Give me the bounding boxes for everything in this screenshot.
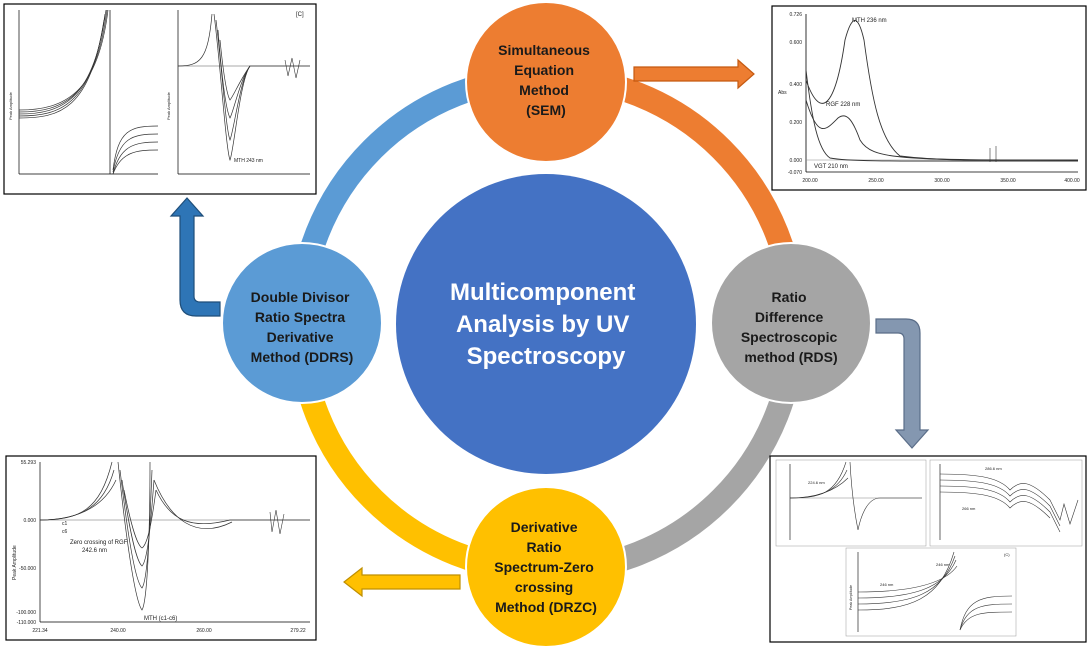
drzc-xtick-4: 279.22 [290, 628, 306, 634]
center-line-2: Analysis by UV [456, 311, 629, 338]
center-circle [396, 174, 696, 474]
center-line-1: Multicomponent [450, 279, 635, 306]
drzc-legend-c6: c6 [62, 529, 68, 535]
drzc-circle [465, 486, 627, 648]
rds-c-label-1: 246 nm [880, 582, 894, 587]
drzc-xtick-2: 240.00 [110, 628, 126, 634]
svg-text:Ratio Difference S: Ratio Difference Spectroscopic method (R… [741, 289, 841, 365]
sem-ytick-4: 0.200 [789, 120, 802, 126]
rds-c-label-2: 246 nm [936, 562, 950, 567]
svg-text:Multicomponent Analysis: Multicomponent Analysis by UV Spectrosco… [450, 279, 642, 370]
sem-ytick-5: 0.000 [789, 158, 802, 164]
sem-peak-vgt: VGT 210 nm [814, 164, 848, 170]
ddrs-ylabel-a: Peak Amplitude [8, 91, 13, 120]
thumbnail-ddrs-spectrum: Peak Amplitude Peak Amplitude [C] MTH 24… [3, 3, 317, 195]
drzc-legend-c1: c1 [62, 521, 68, 527]
drzc-ytick-4: -100.000 [16, 610, 36, 616]
sem-ytick-1: 0.726 [789, 12, 802, 18]
sem-ytick-2: 0.600 [789, 40, 802, 46]
drzc-zero-cross-1: Zero crossing of RGF [70, 540, 128, 546]
sem-xtick-5: 400.00 [1064, 178, 1080, 184]
drzc-ytick-3: -50.000 [19, 566, 36, 572]
ddrs-line-3: Derivative [267, 329, 334, 345]
arrow-sem-to-spectrum [633, 58, 755, 90]
drzc-mth-label: MTH (c1-c6) [144, 616, 177, 622]
rds-c-tag: (C) [1004, 552, 1010, 557]
sem-line-3: Method [519, 82, 569, 98]
drzc-zero-cross-2: 242.6 nm [82, 548, 107, 554]
svg-text:Simultaneous Equation: Simultaneous Equation Method (SEM) [498, 42, 594, 118]
thumbnail-rds-spectrum: 224.6 nm 286.6 nm 266 nm 246 nm 246 nm (… [769, 455, 1087, 643]
arrow-rds-to-spectrum [875, 318, 930, 449]
drzc-line-2: Ratio [527, 539, 562, 555]
sem-peak-mth: MTH 236 nm [852, 18, 887, 24]
sem-peak-rgf: RGF 228 nm [826, 102, 860, 108]
drzc-ytick-2: 0.000 [23, 518, 36, 524]
thumbnail-sem-spectrum: Abs 0.726 0.600 0.400 0.200 0.000 -0.070… [771, 5, 1087, 191]
drzc-line-4: crossing [515, 579, 573, 595]
rds-a-label: 224.6 nm [808, 480, 825, 485]
sem-xtick-4: 350.00 [1000, 178, 1016, 184]
rds-ylabel: Peak Amplitude [849, 585, 853, 610]
rds-b-label-top: 286.6 nm [985, 466, 1002, 471]
drzc-ytick-5: -110.000 [17, 620, 37, 626]
sem-circle [465, 1, 627, 163]
svg-text:Derivative Ratio S: Derivative Ratio Spectrum-Zero crossing … [494, 519, 597, 615]
ddrs-annotation: MTH 243 nm [234, 158, 263, 164]
center-node: Multicomponent Analysis by UV Spectrosco… [396, 174, 696, 474]
ddrs-line-2: Ratio Spectra [255, 309, 345, 325]
ddrs-line-1: Double Divisor [251, 289, 350, 305]
sem-xtick-3: 300.00 [934, 178, 950, 184]
rds-b-label-low: 266 nm [962, 506, 976, 511]
ddrs-circle [221, 242, 383, 404]
drzc-line-3: Spectrum-Zero [494, 559, 594, 575]
node-rds: Ratio Difference Spectroscopic method (R… [710, 242, 872, 404]
node-ddrs: Double Divisor Ratio Spectra Derivative … [221, 242, 383, 404]
sem-ytick-3: 0.400 [789, 82, 802, 88]
rds-line-3: Spectroscopic [741, 329, 838, 345]
thumbnail-drzc-spectrum: 55.293 0.000 -50.000 -100.000 -110.000 2… [5, 455, 317, 641]
sem-thumb-ylabel: Abs [778, 90, 787, 96]
sem-xtick-1: 200.00 [802, 178, 818, 184]
drzc-ylabel: Peak Amplitude [12, 545, 18, 580]
sem-xtick-2: 250.00 [868, 178, 884, 184]
node-drzc: Derivative Ratio Spectrum-Zero crossing … [465, 486, 627, 648]
drzc-ytick-1: 55.293 [21, 460, 37, 466]
rds-line-1: Ratio [772, 289, 807, 305]
node-sem: Simultaneous Equation Method (SEM) [465, 1, 627, 163]
sem-ytick-6: -0.070 [788, 170, 802, 176]
center-line-3: Spectroscopy [467, 343, 626, 370]
sem-line-4: (SEM) [526, 102, 566, 118]
ddrs-line-4: Method (DDRS) [251, 349, 354, 365]
arrow-ddrs-to-spectrum [169, 197, 221, 317]
drzc-line-1: Derivative [511, 519, 578, 535]
rds-line-4: method (RDS) [744, 349, 837, 365]
ddrs-ylabel-b: Peak Amplitude [166, 91, 171, 120]
drzc-line-5: Method (DRZC) [495, 599, 597, 615]
sem-line-2: Equation [514, 62, 574, 78]
drzc-xtick-3: 260.00 [196, 628, 212, 634]
rds-line-2: Difference [755, 309, 824, 325]
arrow-drzc-to-spectrum [343, 566, 461, 598]
rds-circle [710, 242, 872, 404]
svg-text:Double Divisor Ratio Spe: Double Divisor Ratio Spectra Derivative … [251, 289, 354, 365]
ddrs-panel-tag: [C] [296, 12, 304, 18]
drzc-xtick-1: 221.34 [32, 628, 48, 634]
sem-line-1: Simultaneous [498, 42, 590, 58]
